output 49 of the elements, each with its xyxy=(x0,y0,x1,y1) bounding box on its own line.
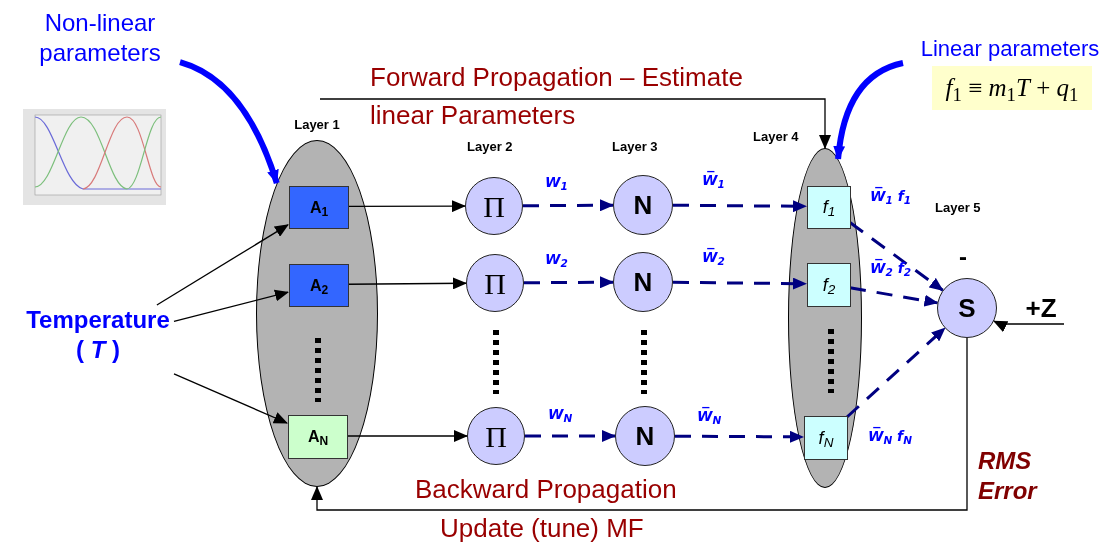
edge-label: W̅$_{N}$ f$_{N}$ xyxy=(868,426,912,447)
dashed-arrow xyxy=(849,286,939,307)
dashed-arrow xyxy=(672,277,807,290)
edge-label: W$_{2}$ xyxy=(545,250,568,270)
layer-heading: Layer 4 xyxy=(753,128,799,146)
error-label: RMS Error xyxy=(978,446,1039,506)
function-box: f$_{1}$ xyxy=(807,186,851,229)
input-label: +Z xyxy=(1018,292,1064,324)
curved-arrow xyxy=(179,59,280,184)
layer-label: Layer 5 xyxy=(935,199,981,217)
function-box: f$_{N}$ xyxy=(804,416,848,460)
dashed-arrow xyxy=(673,200,807,213)
edge-label: W̅$_{2}$ f$_{2}$ xyxy=(870,258,912,279)
arrow xyxy=(347,277,467,290)
dashed-arrow xyxy=(849,221,944,292)
membership-box: A$_{2}$ xyxy=(289,264,349,307)
membership-box: A$_{N}$ xyxy=(288,415,348,459)
edge-label: Backward Propagation xyxy=(415,474,677,504)
arrow xyxy=(346,430,468,442)
edge-label: W̅$_{1}$ xyxy=(702,170,725,191)
edge-label: W$_{1}$ xyxy=(545,173,568,193)
function-box: f$_{2}$ xyxy=(807,263,851,307)
input-label: Temperature ( T ) xyxy=(22,305,174,377)
edge-label: W̅$_{2}$ xyxy=(702,247,725,268)
layer-label: Layer 3 xyxy=(612,138,658,156)
arrow xyxy=(173,373,288,424)
dashed-arrow xyxy=(524,276,614,289)
layer-label: Layer 2 xyxy=(467,138,513,156)
sign-label: - xyxy=(959,245,967,269)
dashed-arrow xyxy=(523,199,614,212)
edge-label: W̅$_{N}$ xyxy=(697,406,722,427)
dashed-arrow xyxy=(846,327,946,419)
arrow xyxy=(993,320,1065,333)
edge-label: W$_{N}$ xyxy=(548,405,573,425)
edge-label: Forward Propagation – Estimate linear Parameters xyxy=(370,61,744,132)
edge-label: W̅$_{1}$ f$_{1}$ xyxy=(870,186,912,207)
membership-box: A$_{1}$ xyxy=(289,186,349,229)
arrow xyxy=(173,289,289,323)
arrow xyxy=(156,224,289,306)
caption-text: Update (tune) MF xyxy=(440,513,644,543)
curved-arrow xyxy=(833,60,904,160)
layer-heading: Layer 1 xyxy=(293,116,341,134)
annotation-text: Linear parameters xyxy=(903,35,1117,63)
annotation-text: Non-linear parameters xyxy=(20,8,180,72)
formula-box: f$_{1}$ ≡ m$_{1}$T + q$_{1}$ xyxy=(932,66,1092,110)
dashed-arrow xyxy=(525,430,616,442)
arrow xyxy=(311,337,968,511)
arrow xyxy=(319,98,831,149)
dashed-arrow xyxy=(675,430,804,443)
